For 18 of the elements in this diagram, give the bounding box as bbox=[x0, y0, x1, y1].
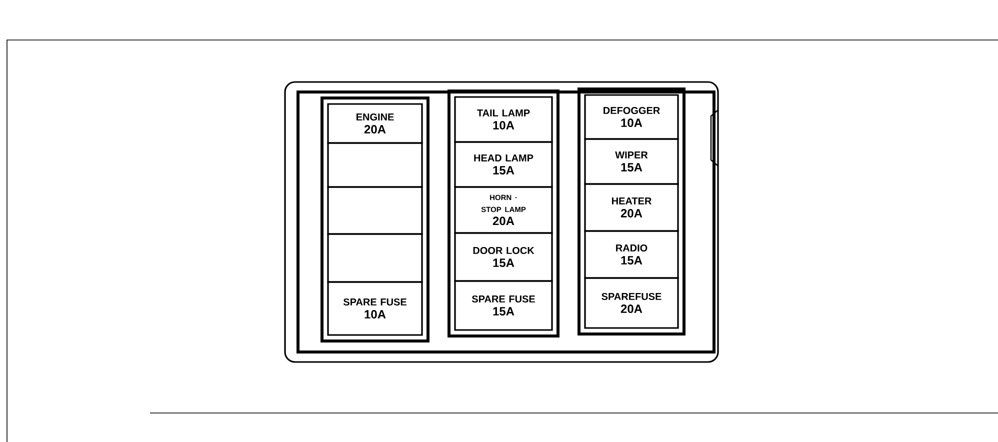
fuse-slot: ENGINE 20A bbox=[327, 103, 423, 144]
empty-fuse-slot bbox=[327, 142, 423, 188]
empty-fuse-slot bbox=[327, 186, 423, 235]
fuse-slot: DOOR LOCK 15A bbox=[454, 232, 553, 282]
fuse-column bbox=[320, 96, 430, 342]
fuse-slot: RADIO 15A bbox=[584, 230, 679, 279]
fuse-slot: DEFOGGER 10A bbox=[584, 94, 679, 140]
fuse-box-cover bbox=[284, 81, 719, 363]
fuse-slot: SPARE FUSE 10A bbox=[327, 281, 423, 336]
fuse-slot: TAIL LAMP 10A bbox=[454, 96, 553, 143]
fuse-slot: SPAREFUSE 20A bbox=[584, 277, 679, 329]
fuse-slot: HEATER 20A bbox=[584, 183, 679, 232]
fuse-slot: SPARE FUSE 15A bbox=[454, 280, 553, 331]
fuse-column bbox=[578, 88, 686, 336]
empty-fuse-slot bbox=[327, 233, 423, 283]
fuse-slot: WIPER 15A bbox=[584, 138, 679, 185]
fuse-column bbox=[448, 90, 560, 338]
fuse-slot: HEAD LAMP 15A bbox=[454, 141, 553, 188]
